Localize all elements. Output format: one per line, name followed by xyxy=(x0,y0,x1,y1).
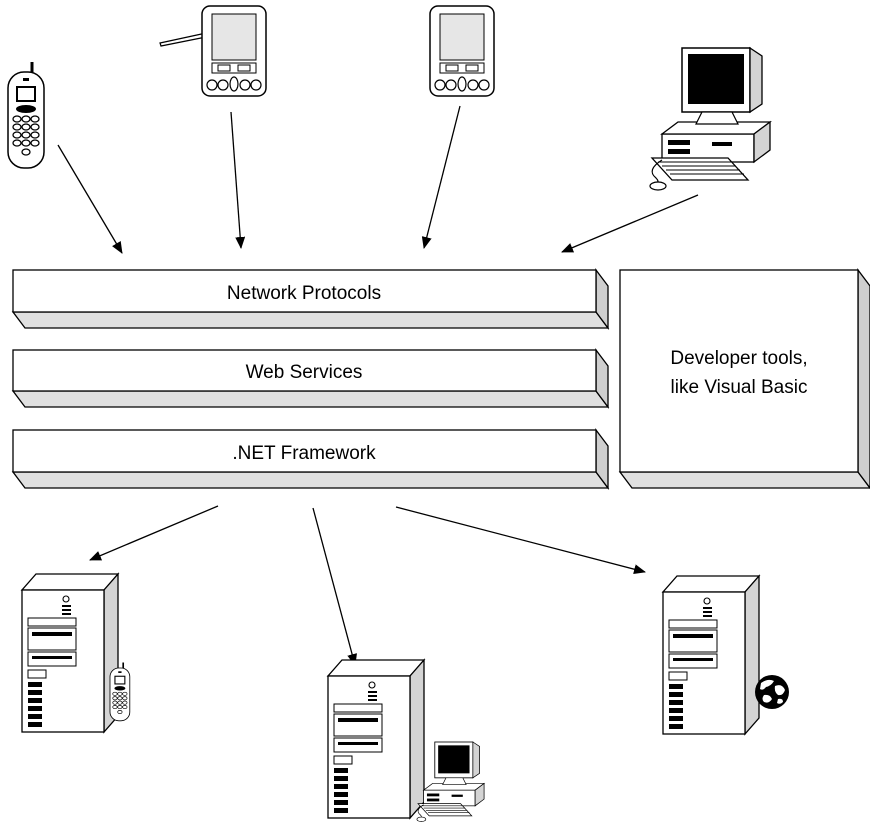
client-arrows xyxy=(57,105,699,254)
server-arrows xyxy=(89,505,646,666)
layer-label-network: Network Protocols xyxy=(227,283,381,304)
developer-tools-line1: Developer tools, xyxy=(670,348,807,369)
layer-label-webservices: Web Services xyxy=(246,362,363,383)
server-with-desktop-icon xyxy=(327,659,485,822)
pda-icon xyxy=(429,5,495,97)
layer-web-services: Web Services xyxy=(11,348,610,409)
pda-with-stylus-icon xyxy=(159,5,267,97)
developer-tools-box: Developer tools, like Visual Basic xyxy=(618,268,870,490)
server-with-phone-icon xyxy=(21,573,131,733)
cell-phone-icon xyxy=(6,60,46,170)
developer-tools-line2: like Visual Basic xyxy=(671,377,808,398)
layer-network-protocols: Network Protocols xyxy=(11,268,610,330)
layer-label-framework: .NET Framework xyxy=(232,443,376,464)
server-with-globe-icon xyxy=(662,575,789,735)
layer-dotnet-framework: .NET Framework xyxy=(11,428,610,490)
desktop-computer-icon xyxy=(649,47,771,191)
